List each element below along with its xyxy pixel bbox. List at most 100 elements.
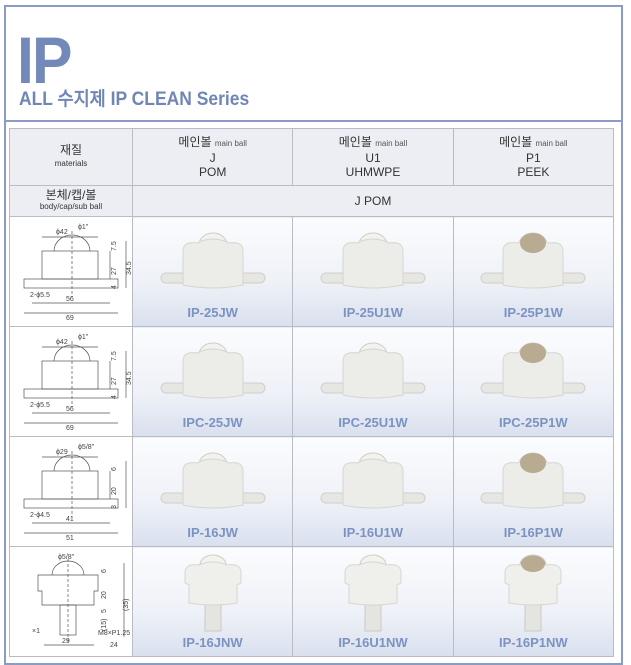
- dimension-label: (35): [123, 599, 130, 611]
- ball-transfer-image: [184, 554, 242, 632]
- product-code: IP-16U1NW: [338, 635, 408, 650]
- ball-transfer-image: [480, 452, 586, 509]
- main-ball-label-ko: 메인볼: [499, 135, 533, 149]
- dimension-label: 34.5: [126, 371, 132, 385]
- dimension-label: (15): [101, 619, 108, 631]
- dimension-label: 29: [62, 638, 70, 645]
- page-title: IP: [17, 23, 73, 97]
- ball-material: POM: [198, 165, 227, 179]
- dimension-label: ϕ1": [78, 334, 89, 341]
- ball-transfer-image: [504, 554, 562, 632]
- product-cell[interactable]: IPC-25JW: [131, 326, 294, 437]
- ball-transfer-image: [160, 342, 266, 399]
- page-subtitle: ALL 수지제 IP CLEAN Series: [19, 89, 250, 110]
- body-label-ko: 본체/캡/볼: [45, 188, 97, 202]
- dimension-label: ×1: [32, 628, 40, 635]
- main-ball-label-en: main ball: [375, 139, 408, 148]
- dimension-label: ϕ5/8": [78, 444, 95, 451]
- ball-transfer-image: [344, 554, 402, 632]
- product-code: IPC-25U1W: [338, 415, 408, 430]
- product-code: IP-16JW: [187, 525, 238, 540]
- main-ball-label-ko: 메인볼: [338, 135, 372, 149]
- ball-transfer-image: [480, 232, 586, 289]
- dimension-label: 2-ϕ4.5: [30, 512, 50, 519]
- product-code: IPC-25JW: [182, 415, 243, 430]
- dimension-label: 56: [66, 406, 74, 413]
- dimension-label: 69: [66, 315, 74, 321]
- product-cell[interactable]: IP-16U1W: [292, 436, 454, 547]
- product-cell[interactable]: IP-25U1W: [292, 216, 454, 327]
- product-code: IP-25JW: [187, 305, 238, 320]
- dimension-label: M8×P1.25: [98, 630, 130, 637]
- product-cell[interactable]: IP-25P1W: [452, 216, 615, 327]
- dimension-label: 27: [111, 377, 118, 385]
- dimension-label: 34.5: [126, 261, 132, 275]
- dimension-label: 4: [111, 395, 118, 399]
- dimension-label: 24: [110, 642, 118, 649]
- ball-material: PEEK: [517, 165, 550, 179]
- materials-label-ko: 재질: [59, 143, 83, 157]
- dimension-label: ϕ1": [78, 224, 89, 231]
- body-label-en: body/cap/sub ball: [39, 202, 103, 211]
- dimension-label: 4: [111, 285, 118, 289]
- product-code: IPC-25P1W: [499, 415, 568, 430]
- materials-label-en: materials: [54, 159, 88, 168]
- materials-label: 재질 materials: [9, 128, 133, 186]
- product-code: IP-25U1W: [343, 305, 403, 320]
- technical-drawing: ϕ29 ϕ5/8" 6 20 3 2-ϕ4.5 41 51: [23, 444, 127, 542]
- dimension-label: 5: [101, 609, 108, 613]
- dimension-label: ϕ42: [56, 229, 68, 236]
- ball-code: U1: [365, 151, 381, 165]
- product-code: IP-16P1W: [503, 525, 563, 540]
- drawing-cell: ϕ29 ϕ5/8" 6 20 3 2-ϕ4.5 41 51: [9, 436, 133, 547]
- product-cell[interactable]: IP-16P1W: [452, 436, 615, 547]
- ball-transfer-image: [320, 452, 426, 509]
- main-ball-label-en: main ball: [535, 139, 568, 148]
- dimension-label: 6: [111, 467, 118, 471]
- product-code: IP-16JNW: [182, 635, 243, 650]
- product-cell[interactable]: IPC-25P1W: [452, 326, 615, 437]
- product-code: IP-16U1W: [343, 525, 403, 540]
- product-cell[interactable]: IP-16JNW: [131, 546, 294, 657]
- dimension-label: ϕ29: [56, 449, 68, 456]
- ball-transfer-image: [480, 342, 586, 399]
- dimension-label: 7.5: [111, 241, 118, 251]
- product-cell[interactable]: IPC-25U1W: [292, 326, 454, 437]
- ball-transfer-image: [320, 232, 426, 289]
- dimension-label: 69: [66, 425, 74, 431]
- dimension-label: 56: [66, 296, 74, 303]
- dimension-label: 51: [66, 535, 74, 541]
- dimension-label: ϕ5/8": [58, 554, 75, 561]
- product-cell[interactable]: IP-16JW: [131, 436, 294, 547]
- product-code: IP-16P1NW: [499, 635, 568, 650]
- product-cell[interactable]: IP-25JW: [131, 216, 294, 327]
- ball-material: UHMWPE: [345, 165, 401, 179]
- ball-transfer-image: [320, 342, 426, 399]
- dimension-label: 7.5: [111, 351, 118, 361]
- product-cell[interactable]: IP-16P1NW: [452, 546, 615, 657]
- product-code: IP-25P1W: [503, 305, 563, 320]
- dimension-label: 3: [111, 505, 118, 509]
- main-ball-label-ko: 메인볼: [178, 135, 212, 149]
- ball-code: J: [209, 151, 216, 165]
- dimension-label: 41: [66, 516, 74, 523]
- main-ball-label-en: main ball: [214, 139, 247, 148]
- dimension-label: 20: [111, 487, 118, 495]
- dimension-label: 6: [101, 569, 108, 573]
- product-cell[interactable]: IP-16U1NW: [292, 546, 454, 657]
